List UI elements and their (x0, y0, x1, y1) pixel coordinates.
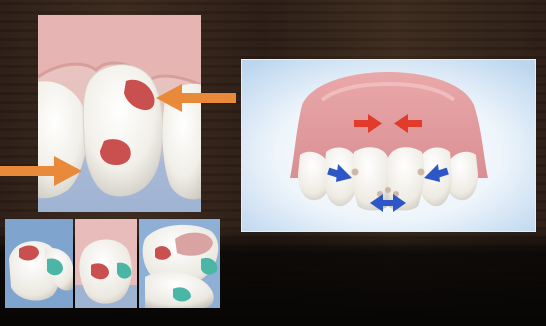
orange-arrow-icon (156, 84, 236, 112)
main-tooth (83, 65, 162, 196)
filmstrip-frame-1 (5, 219, 73, 308)
filmstrip-frame-3 (139, 219, 220, 308)
contact-filmstrip (5, 219, 220, 308)
filmstrip-frame-2 (75, 219, 137, 308)
orange-arrow-icon (0, 156, 82, 186)
upper-arch-panel (241, 59, 536, 232)
